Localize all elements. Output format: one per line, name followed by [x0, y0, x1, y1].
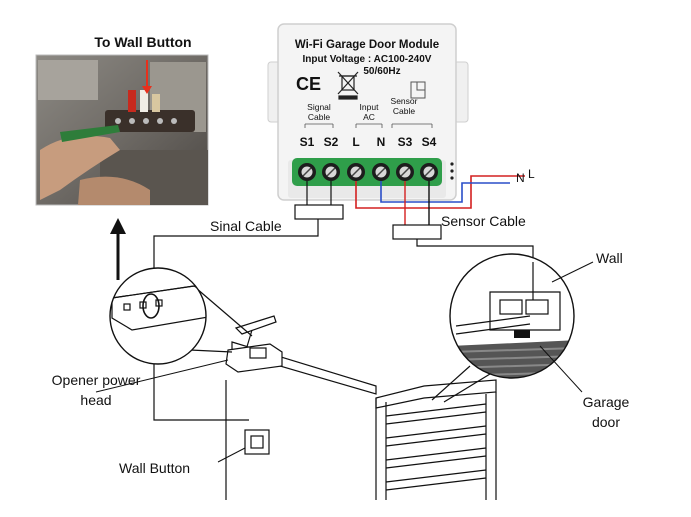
label-signal-cable: Sinal Cable: [210, 218, 282, 234]
label-wall-button: Wall Button: [119, 460, 190, 476]
hand: [40, 135, 120, 200]
terminal-strip: [105, 110, 195, 132]
terminal-block: [292, 158, 454, 186]
module-chip-icon: [410, 81, 426, 99]
group-input-line2: AC: [363, 112, 375, 122]
label-garage-door-line1: Garage: [583, 394, 630, 410]
group-signal-line1: Signal: [307, 102, 331, 112]
opener-pointer: [95, 359, 229, 393]
label-wall: Wall: [596, 250, 623, 266]
ce-mark-icon: CE: [296, 74, 321, 94]
signal-cable-wires: [153, 181, 344, 421]
module-frequency: 50/60Hz: [363, 66, 400, 77]
installation-photo: [35, 54, 209, 206]
screwdriver-icon: [60, 125, 120, 142]
photo-caption: To Wall Button: [94, 34, 191, 50]
door-pointer: [539, 345, 583, 393]
label-opener-line1: Opener power: [52, 372, 141, 388]
weee-bin-icon: [337, 71, 359, 100]
terminal-label-l: L: [352, 135, 359, 149]
sensor-magnifier: [449, 253, 575, 379]
terminal-label-s4: S4: [422, 135, 437, 149]
group-sensor-line2: Cable: [393, 106, 415, 116]
arrow-down-icon: [142, 86, 152, 94]
terminal-label-n: N: [377, 135, 386, 149]
group-sensor-line1: Sensor: [391, 96, 418, 106]
module-input-voltage: Input Voltage : AC100-240V: [303, 54, 432, 65]
label-garage-door-line2: door: [592, 414, 620, 430]
wall-button-icon: [244, 429, 270, 455]
mains-wires: [355, 175, 525, 209]
group-signal-line2: Cable: [308, 112, 330, 122]
garage-scene: [189, 287, 497, 500]
module-title: Wi-Fi Garage Door Module: [295, 39, 439, 51]
sensor-cable-wires: [392, 181, 534, 305]
terminal-label-s3: S3: [398, 135, 413, 149]
group-input-line1: Input: [360, 102, 380, 112]
terminal-label-s1: S1: [300, 135, 315, 149]
label-n: N: [516, 171, 525, 185]
label-l: L: [528, 167, 535, 181]
wall-pointer: [551, 261, 594, 283]
terminal-label-s2: S2: [324, 135, 339, 149]
label-opener-line2: head: [80, 392, 111, 408]
opener-magnifier: [109, 267, 207, 365]
label-sensor-cable: Sensor Cable: [441, 213, 526, 229]
arrow-up-icon: [110, 218, 126, 280]
